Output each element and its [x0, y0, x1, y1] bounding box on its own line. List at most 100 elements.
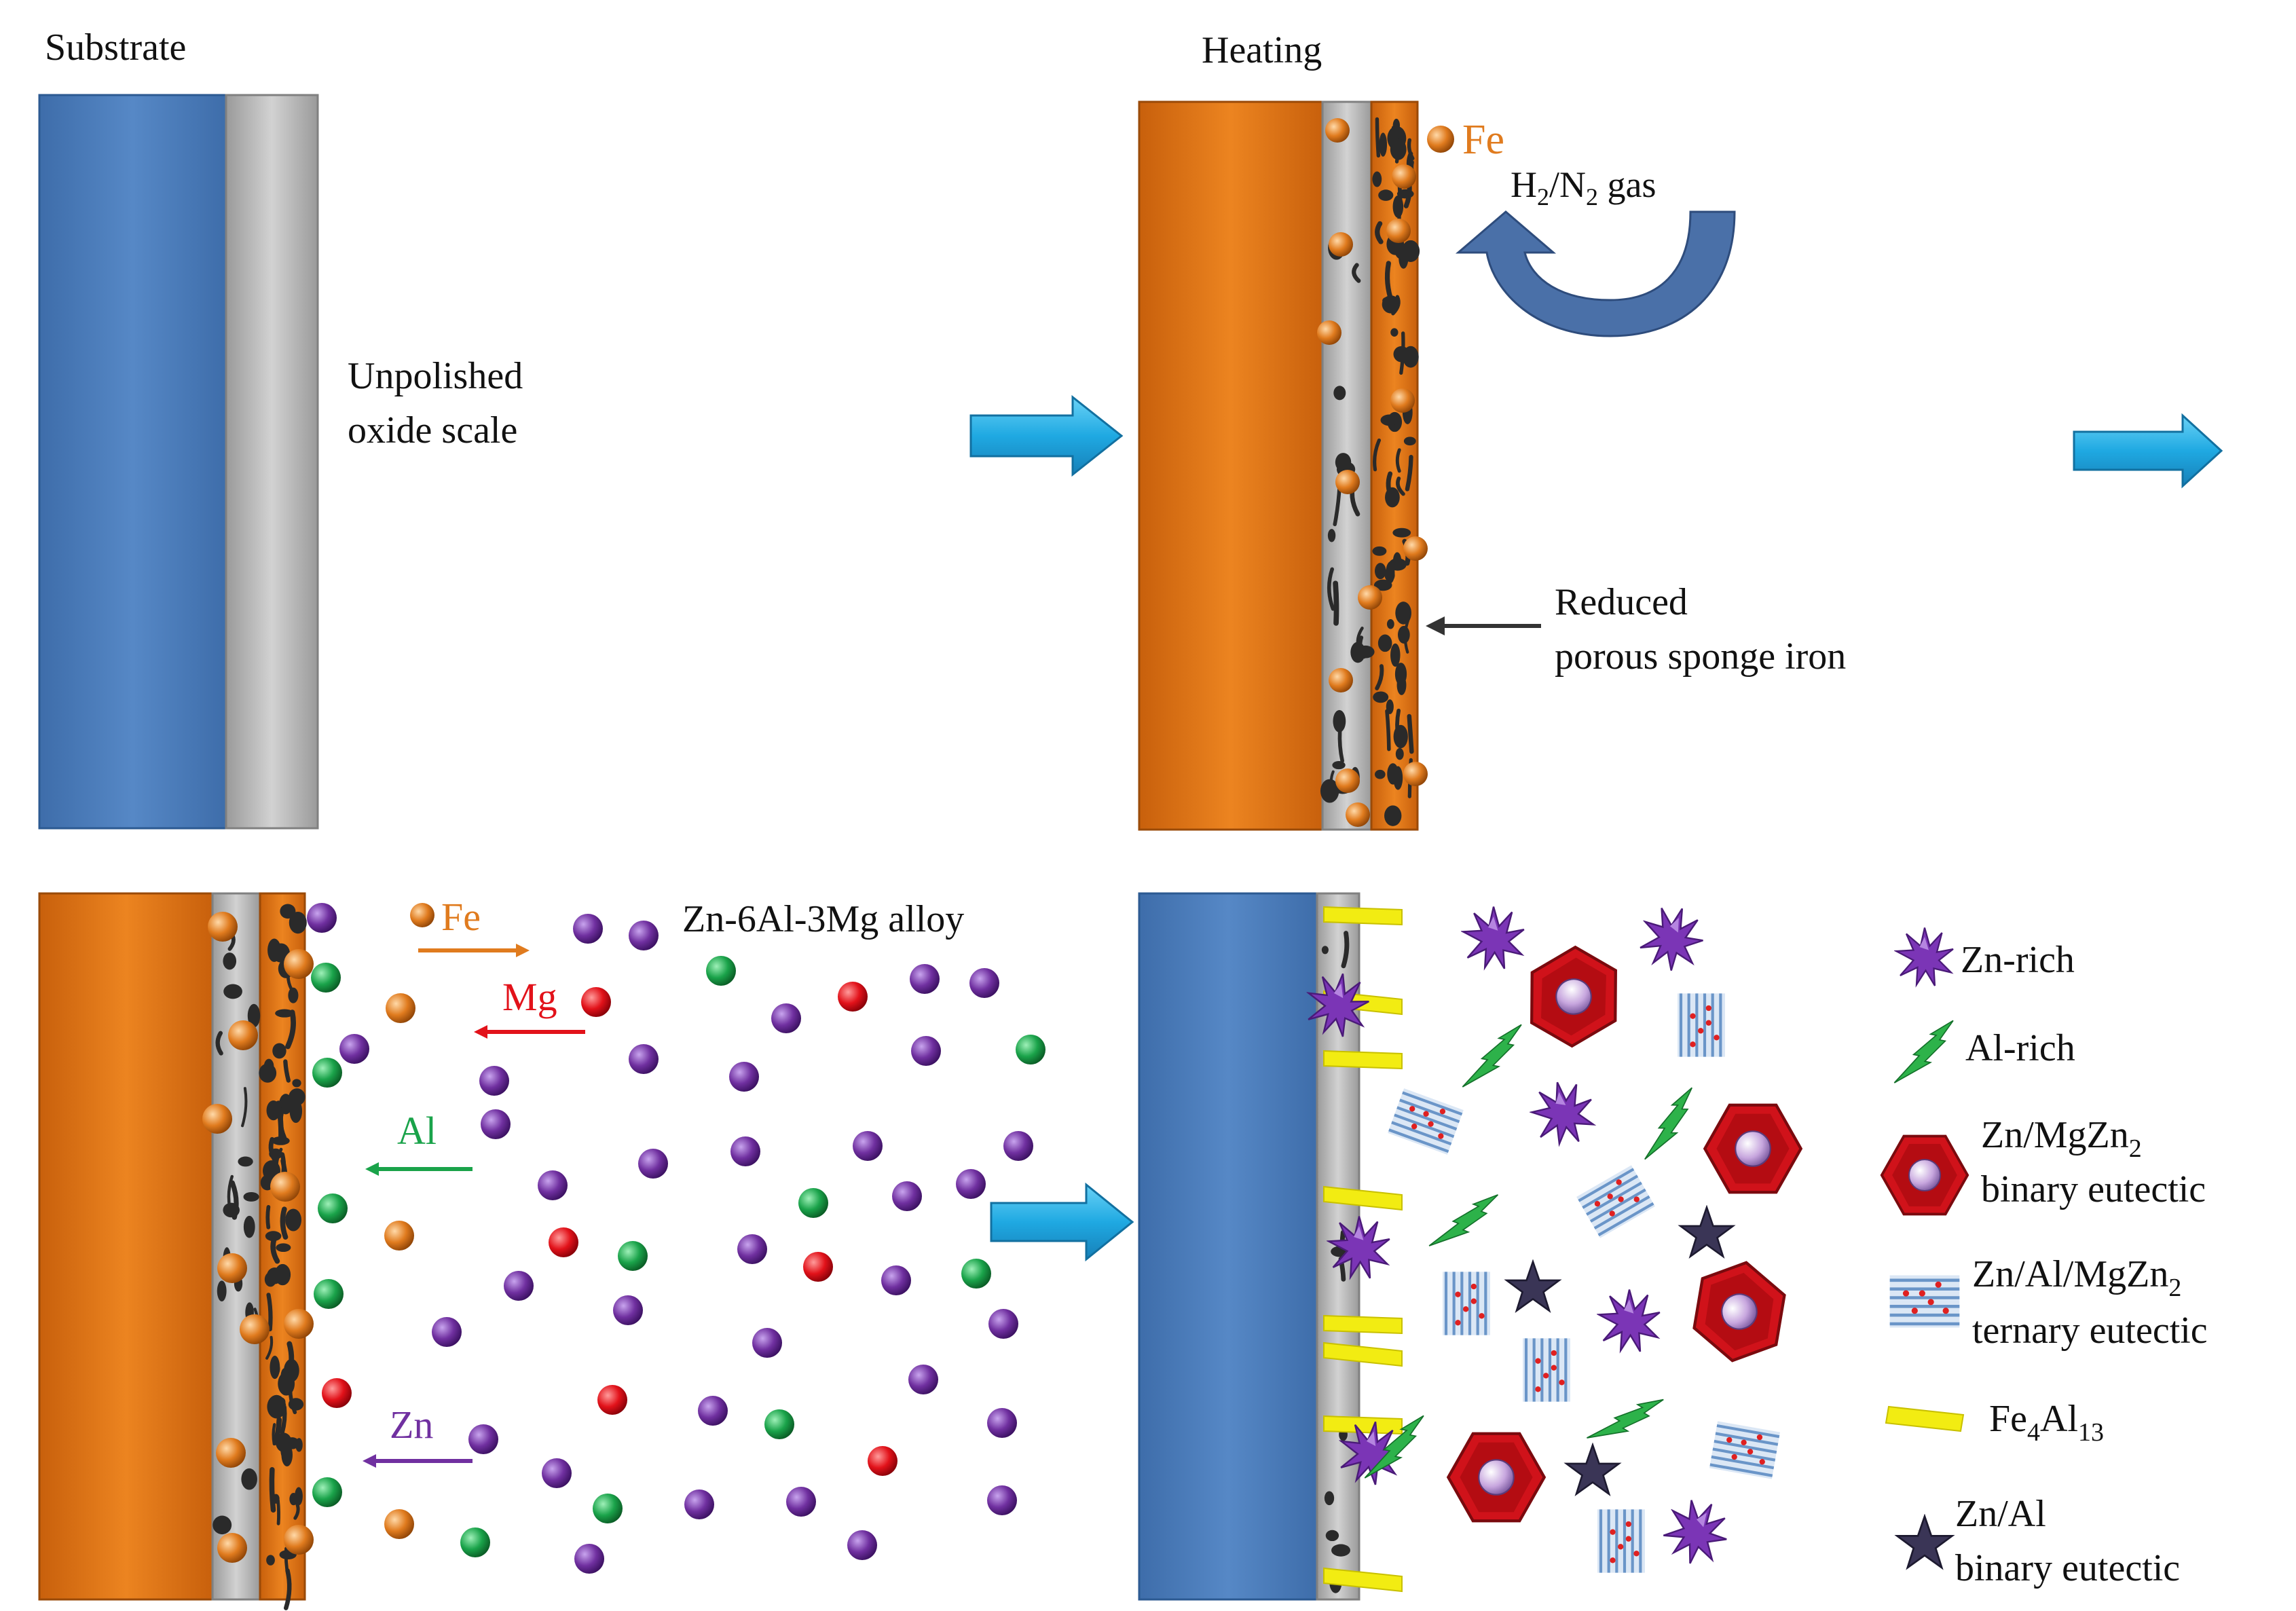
pore [1327, 529, 1336, 542]
ternary-eutectic-grain [1523, 1338, 1570, 1401]
pore [238, 1156, 253, 1167]
zn-atom [638, 1149, 668, 1179]
znal-eutectic-grain [1680, 1206, 1734, 1257]
fe-particle [1390, 388, 1415, 413]
zn-atom [847, 1530, 877, 1560]
pore [266, 1100, 281, 1121]
fe4al13-bar [1323, 1185, 1403, 1211]
fe-atom [284, 949, 314, 979]
zn-atom [752, 1328, 782, 1358]
mg-atom [597, 1385, 627, 1415]
binary-eutectic-grain [1448, 1434, 1544, 1521]
panel2-title: Heating [1202, 29, 1322, 71]
fe-atom [228, 1020, 258, 1050]
crack [280, 1206, 289, 1240]
zn-atom [468, 1424, 498, 1454]
alloy-label: Zn-6Al-3Mg alloy [682, 898, 964, 940]
legend-znal-line2: binary eutectic [1955, 1547, 2180, 1589]
pore [1384, 805, 1402, 826]
pore [1372, 546, 1387, 556]
fe-atom [240, 1314, 270, 1344]
legend-binary-line2: binary eutectic [1981, 1168, 2206, 1210]
legend-binary-line1: Zn/MgZn2 [1981, 1114, 2142, 1163]
al-atom [593, 1494, 623, 1523]
oxide-label-line1: Unpolished [348, 355, 523, 397]
crack [1341, 931, 1350, 969]
pore [1377, 634, 1392, 652]
pore [1398, 625, 1410, 644]
crack [1375, 117, 1381, 158]
crack [229, 1180, 239, 1220]
al-atom [961, 1259, 991, 1289]
al-rich-grain [1428, 1183, 1499, 1257]
pore [217, 1280, 227, 1302]
pore [247, 1003, 261, 1028]
zn-atom [771, 1003, 801, 1033]
ternary-lamellae-icon [1890, 1276, 1960, 1328]
crack [293, 1500, 300, 1520]
pore [278, 1371, 295, 1396]
ternary-eutectic-grain [1709, 1421, 1780, 1479]
ternary-eutectic-grain [1597, 1509, 1645, 1572]
zn-flux-arrowhead-icon [363, 1454, 376, 1468]
ternary-eutectic-grain [1443, 1272, 1490, 1335]
al-rich-grain [1462, 1024, 1522, 1088]
binary-eutectic-grain [1511, 935, 1637, 1058]
crack [284, 1547, 292, 1586]
mg-atom [322, 1378, 352, 1408]
zn-atom [339, 1034, 369, 1064]
fe-flux-arrowhead-icon [516, 944, 530, 957]
al-rich-grain [1586, 1379, 1665, 1459]
fe-particle [1386, 219, 1411, 243]
crack [1407, 714, 1414, 754]
fe4al13-bar [1323, 1415, 1403, 1435]
panel-solidified [1138, 892, 1801, 1601]
pore [1390, 328, 1399, 337]
zn-atom [629, 921, 659, 950]
pore [1372, 171, 1382, 187]
fe-particle [1403, 762, 1428, 786]
pore [1373, 691, 1389, 703]
pore [1374, 769, 1386, 779]
pore [288, 987, 299, 1003]
fe-atom [284, 1525, 314, 1555]
al-atom [460, 1527, 490, 1557]
panel-dipping: Zn-6Al-3Mg alloy Fe Mg Al Zn [38, 892, 1045, 1610]
zn-rich-grain [1653, 1487, 1739, 1574]
pore [266, 1267, 283, 1284]
crack [1391, 126, 1400, 164]
pore [1373, 579, 1392, 591]
pore [266, 1555, 275, 1566]
zn-atom [574, 1544, 604, 1574]
al-rich-grain [1633, 1087, 1703, 1160]
pore [1392, 195, 1404, 218]
zn-atom [729, 1062, 759, 1092]
zn-atom [853, 1131, 883, 1161]
pore [243, 1191, 259, 1202]
pore [289, 1088, 305, 1106]
fe-atom [270, 1172, 300, 1202]
crack [227, 1174, 234, 1217]
fe-atom [216, 1438, 246, 1468]
crack [1333, 580, 1339, 626]
pore [1320, 779, 1339, 803]
zn-atom [481, 1109, 511, 1139]
fe-particle [1392, 164, 1416, 189]
pore [1396, 189, 1414, 199]
zn-atom [573, 914, 603, 944]
crack [1386, 471, 1394, 501]
crack [265, 1335, 274, 1360]
zn-atom [538, 1170, 568, 1200]
panel1-title: Substrate [45, 26, 186, 69]
fe4al13-bar [1323, 1341, 1403, 1367]
pore [1395, 601, 1412, 625]
binary-eutectic-grain [1680, 1254, 1800, 1369]
zn-atom [908, 1365, 938, 1394]
pointer-arrow-icon [1426, 616, 1541, 635]
gas-cycle-arrow-icon [1455, 210, 1736, 337]
crack [1395, 448, 1401, 473]
pore [241, 1468, 257, 1490]
fe-atom [384, 1509, 414, 1539]
legend-ternary-line1: Zn/Al/MgZn2 [1972, 1253, 2181, 1302]
zn-atom [613, 1295, 643, 1325]
